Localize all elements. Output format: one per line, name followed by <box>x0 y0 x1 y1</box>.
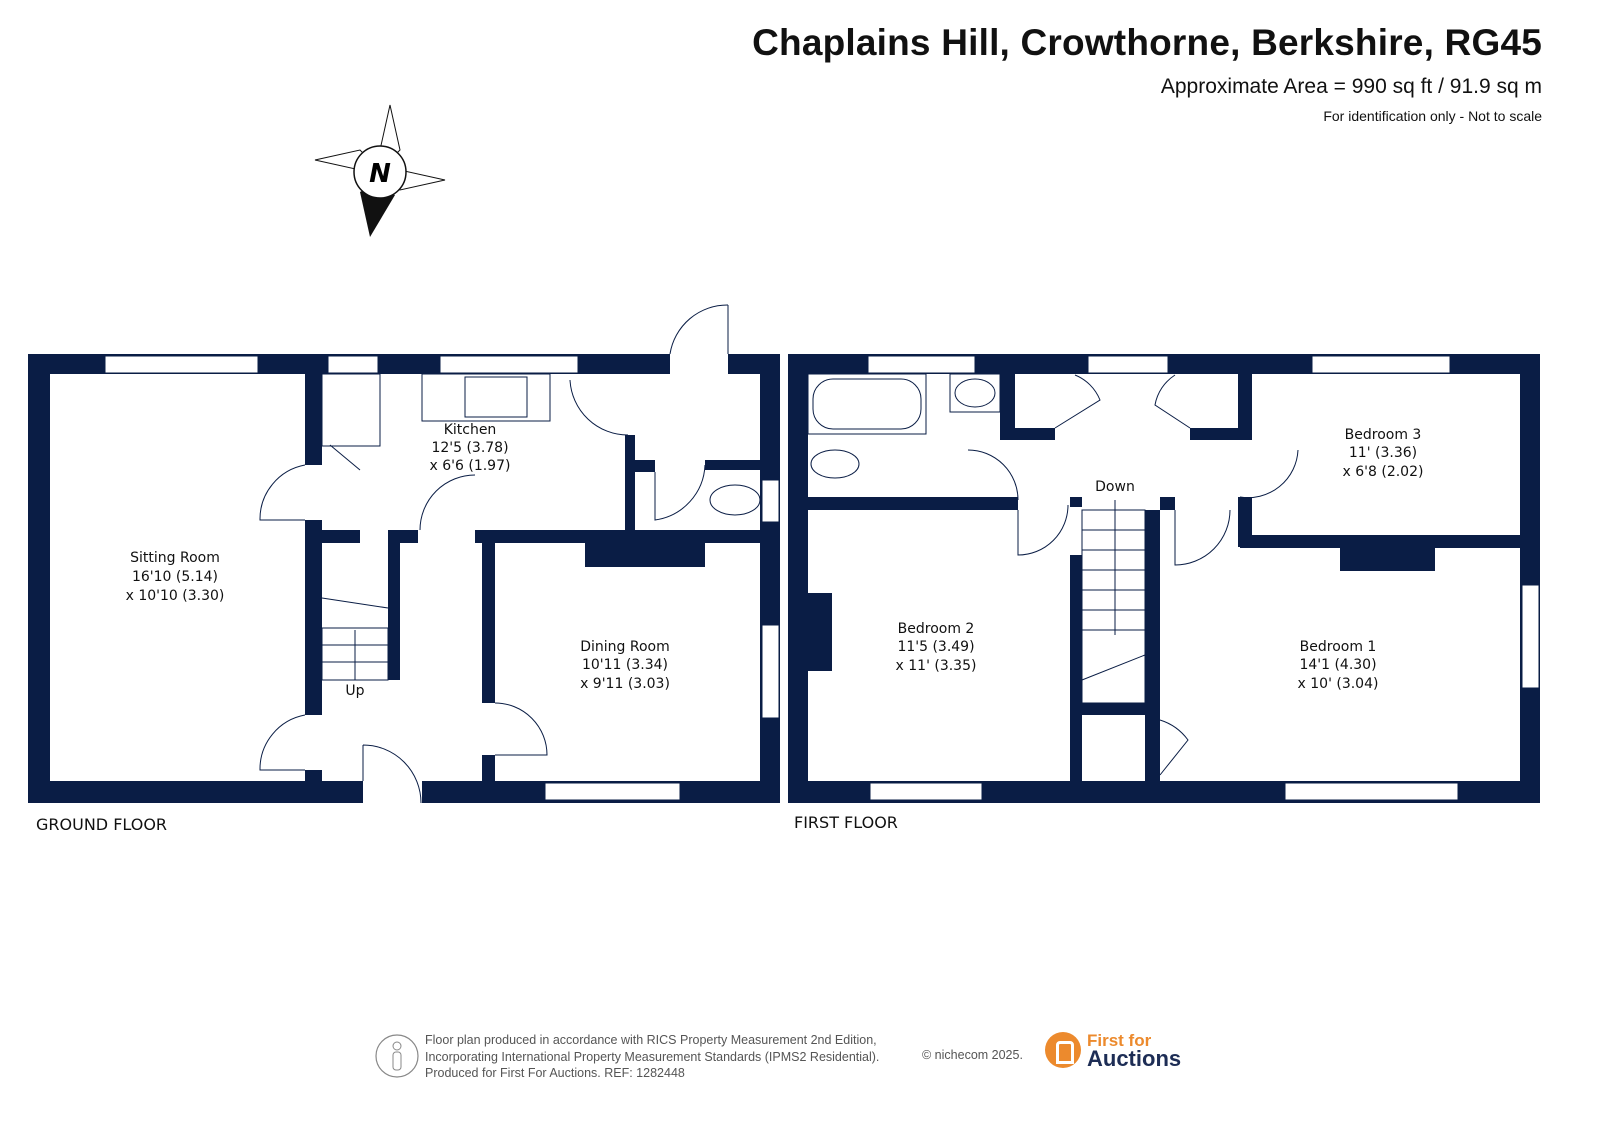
approximate-area: Approximate Area = 990 sq ft / 91.9 sq m <box>1160 75 1542 98</box>
room-dim: x 10'10 (3.30) <box>126 588 225 604</box>
compass-icon: N <box>314 104 446 237</box>
scale-note: For identification only - Not to scale <box>1323 108 1542 124</box>
first-for-auctions-logo: First for Auctions <box>1045 1031 1182 1071</box>
property-title: Chaplains Hill, Crowthorne, Berkshire, R… <box>752 22 1542 63</box>
room-name-bedroom-3: Bedroom 3 <box>1345 427 1422 443</box>
room-dim: x 6'6 (1.97) <box>430 458 511 474</box>
footer-line: Incorporating International Property Mea… <box>425 1049 880 1064</box>
stairs-up-label: Up <box>345 683 364 699</box>
footer-disclaimer: Floor plan produced in accordance with R… <box>425 1032 879 1082</box>
ground-floor-plan: Sitting Room 16'10 (5.14) x 10'10 (3.30)… <box>28 304 780 834</box>
ground-floor-label: GROUND FLOOR <box>36 815 167 834</box>
room-dim: x 11' (3.35) <box>896 658 977 674</box>
room-name-sitting-room: Sitting Room <box>130 550 220 566</box>
first-floor-plan: Bedroom 3 11' (3.36) x 6'8 (2.02) Bedroo… <box>788 354 1540 832</box>
person-measurement-icon <box>375 1034 419 1078</box>
room-dim: 14'1 (4.30) <box>1299 657 1376 673</box>
compass-north-label: N <box>369 159 391 189</box>
logo-text-bottom: Auctions <box>1087 1046 1182 1071</box>
stairs-down-label: Down <box>1095 479 1135 495</box>
room-dim: 11'5 (3.49) <box>897 639 974 655</box>
room-dim: x 10' (3.04) <box>1298 676 1379 692</box>
footer-line: Floor plan produced in accordance with R… <box>425 1033 877 1047</box>
logo-house-icon <box>1045 1032 1081 1068</box>
footer-line: Produced for First For Auctions. REF: 12… <box>425 1066 685 1080</box>
room-name-dining-room: Dining Room <box>580 639 670 655</box>
logo-text-top: First for <box>1087 1031 1152 1050</box>
room-dim: 11' (3.36) <box>1349 445 1417 461</box>
room-name-bedroom-1: Bedroom 1 <box>1300 639 1377 655</box>
first-floor-label: FIRST FLOOR <box>794 813 898 832</box>
copyright: © nichecom 2025. <box>922 1048 1023 1062</box>
room-dim: x 6'8 (2.02) <box>1343 464 1424 480</box>
room-dim: 10'11 (3.34) <box>582 657 668 673</box>
room-dim: 12'5 (3.78) <box>431 440 508 456</box>
room-dim: x 9'11 (3.03) <box>580 676 670 692</box>
room-name-bedroom-2: Bedroom 2 <box>898 621 975 637</box>
room-name-kitchen: Kitchen <box>444 422 497 438</box>
room-dim: 16'10 (5.14) <box>132 569 218 585</box>
